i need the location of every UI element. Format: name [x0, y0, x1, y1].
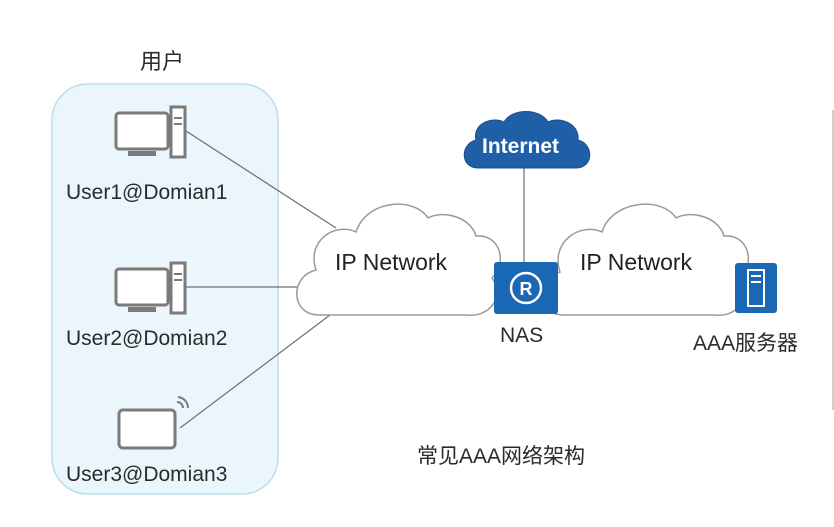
- diagram-caption: 常见AAA网络架构: [417, 445, 586, 468]
- desktop-computer-icon: [114, 261, 187, 315]
- svg-text:R: R: [520, 279, 533, 299]
- users-group-title: 用户: [140, 49, 185, 74]
- edge-divider: [832, 110, 834, 410]
- ip-network-cloud-left: [296, 203, 502, 316]
- ip-network-left-label: IP Network: [335, 249, 448, 275]
- internet-cloud: [463, 111, 591, 169]
- aaa-server-label: AAA服务器: [693, 332, 799, 355]
- link-user3-network: [179, 314, 331, 429]
- user2-label: User2@Domian2: [66, 327, 228, 350]
- user3-label: User3@Domian3: [66, 463, 228, 486]
- user1-label: User1@Domian1: [66, 181, 228, 204]
- internet-label: Internet: [482, 135, 560, 158]
- wireless-tablet-icon: [117, 396, 190, 450]
- nas-label: NAS: [500, 324, 544, 347]
- ip-network-right-label: IP Network: [580, 249, 693, 275]
- desktop-computer-icon: [114, 105, 187, 159]
- link-user1-network: [185, 130, 337, 229]
- server-icon: [735, 263, 777, 313]
- router-icon: R: [494, 262, 558, 314]
